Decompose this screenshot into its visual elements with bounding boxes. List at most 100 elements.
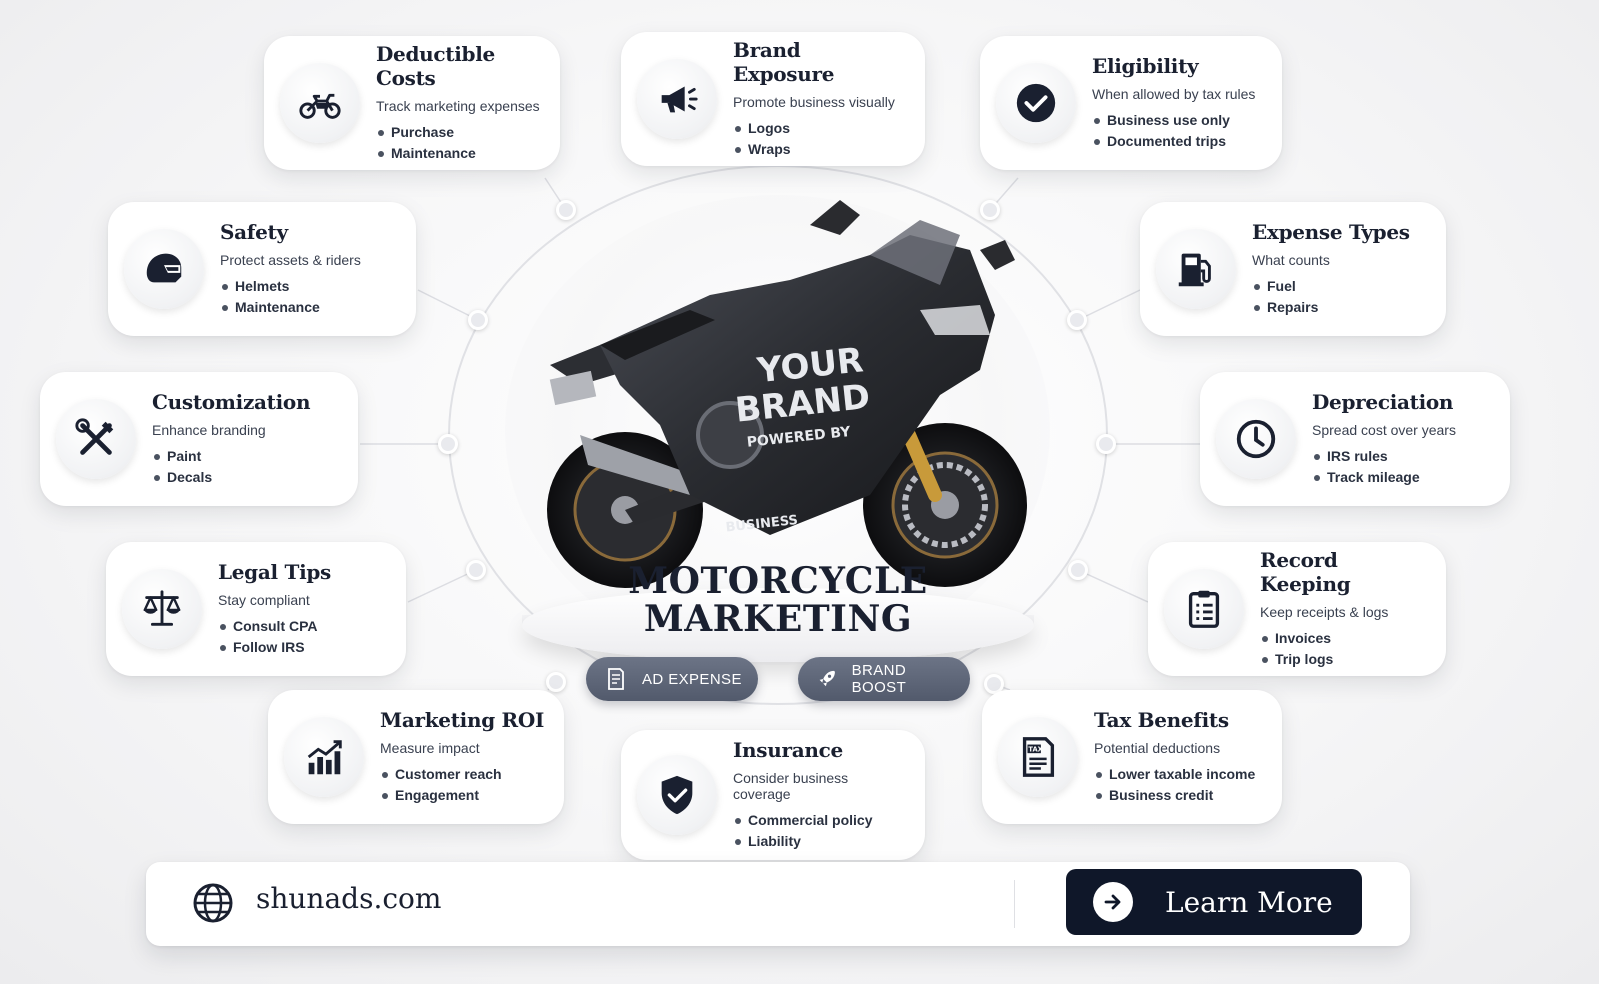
card-bullet: Documented trips <box>1092 131 1255 152</box>
card-bullet: Wraps <box>733 139 907 160</box>
ring-node <box>1096 434 1116 454</box>
card-bullet: Business use only <box>1092 110 1255 131</box>
card-bullet: Maintenance <box>376 143 542 164</box>
card-bullet: Repairs <box>1252 297 1410 318</box>
card-bullet: Decals <box>152 467 310 488</box>
card-title: Depreciation <box>1312 390 1454 414</box>
card-subtitle: Stay compliant <box>218 592 310 608</box>
card-bullet: Purchase <box>376 122 542 143</box>
card-eligibility: Eligibility When allowed by tax rules Bu… <box>980 36 1282 170</box>
ring-node <box>468 310 488 330</box>
main-title: MOTORCYCLE MARKETING <box>560 562 996 638</box>
card-tax-benefits: TAX Tax Benefits Potential deductions Lo… <box>982 690 1282 824</box>
card-title: Eligibility <box>1092 54 1199 78</box>
card-subtitle: Spread cost over years <box>1312 422 1456 438</box>
card-bullet: Liability <box>733 831 907 852</box>
card-title: Marketing ROI <box>380 708 545 732</box>
card-subtitle: What counts <box>1252 252 1330 268</box>
card-bullet: Trip logs <box>1260 649 1428 670</box>
card-subtitle: Potential deductions <box>1094 740 1221 756</box>
card-bullet: Helmets <box>220 276 361 297</box>
ad-expense-pill[interactable]: AD EXPENSE <box>586 657 758 701</box>
card-title: Expense Types <box>1252 220 1410 244</box>
card-bullet: Invoices <box>1260 628 1428 649</box>
card-subtitle: Keep receipts & logs <box>1260 604 1389 620</box>
tax-document-icon: TAX <box>998 717 1078 797</box>
website-link[interactable]: shunads.com <box>256 882 442 915</box>
footer-bar: shunads.com Learn More <box>146 862 1410 946</box>
card-bullet: Fuel <box>1252 276 1410 297</box>
card-bullet: Track mileage <box>1312 467 1456 488</box>
card-subtitle: Promote business visually <box>733 94 895 110</box>
ring-node <box>438 434 458 454</box>
pedestal-top <box>522 588 1034 662</box>
clock-icon <box>1216 399 1296 479</box>
ring-node <box>546 672 566 692</box>
card-bullet: Business credit <box>1094 785 1255 806</box>
ring-node <box>556 200 576 220</box>
megaphone-icon <box>637 59 717 139</box>
card-depreciation: Depreciation Spread cost over years IRS … <box>1200 372 1510 506</box>
svg-text:TAX: TAX <box>1028 746 1043 754</box>
main-title-line1: MOTORCYCLE <box>628 560 928 602</box>
learn-more-label: Learn More <box>1165 885 1333 919</box>
card-title: Deductible Costs <box>376 42 495 90</box>
ring-node <box>466 560 486 580</box>
ad-expense-label: AD EXPENSE <box>642 670 742 688</box>
card-subtitle: Enhance branding <box>152 422 266 438</box>
checkmark-icon <box>996 63 1076 143</box>
card-deductible-costs: Deductible Costs Track marketing expense… <box>264 36 560 170</box>
motorcycle-image: YOUR BRAND POWERED BY BUSINESS <box>547 200 1027 588</box>
receipt-icon <box>608 668 624 690</box>
card-subtitle: Protect assets & riders <box>220 252 361 268</box>
card-subtitle: Measure impact <box>380 740 480 756</box>
helmet-icon <box>124 229 204 309</box>
learn-more-button[interactable]: Learn More <box>1066 869 1362 935</box>
card-title: Brand Exposure <box>733 38 835 86</box>
ring-node <box>1067 310 1087 330</box>
motorcycle-icon <box>280 63 360 143</box>
shield-check-icon <box>637 755 717 835</box>
growth-chart-icon <box>284 717 364 797</box>
brand-boost-label: BRAND BOOST <box>851 662 907 696</box>
card-title: Legal Tips <box>218 560 332 584</box>
card-subtitle: Consider business coverage <box>733 770 849 802</box>
globe-icon <box>193 883 233 923</box>
card-bullet: Consult CPA <box>218 616 331 637</box>
card-bullet: Paint <box>152 446 310 467</box>
ring-node <box>1068 560 1088 580</box>
arrow-right-icon <box>1093 882 1133 922</box>
main-title-line2: MARKETING <box>643 598 913 640</box>
card-subtitle: Track marketing expenses <box>376 98 540 114</box>
card-insurance: Insurance Consider business coverage Com… <box>621 730 925 860</box>
card-bullet: Maintenance <box>220 297 361 318</box>
card-title: Insurance <box>733 738 843 762</box>
clipboard-icon <box>1164 569 1244 649</box>
card-marketing-roi: Marketing ROI Measure impact Customer re… <box>268 690 564 824</box>
card-bullet: Engagement <box>380 785 544 806</box>
card-brand-exposure: Brand Exposure Promote business visually… <box>621 32 925 166</box>
ring-node <box>980 200 1000 220</box>
rocket-icon <box>819 670 835 687</box>
card-title: Customization <box>152 390 311 414</box>
fuel-pump-icon <box>1156 229 1236 309</box>
brand-boost-pill[interactable]: BRAND BOOST <box>798 657 970 701</box>
card-bullet: Commercial policy <box>733 810 907 831</box>
card-title: Record Keeping <box>1260 548 1351 596</box>
card-bullet: Follow IRS <box>218 637 331 658</box>
card-subtitle: When allowed by tax rules <box>1092 86 1256 102</box>
card-bullet: Lower taxable income <box>1094 764 1255 785</box>
card-record-keeping: Record Keeping Keep receipts & logs Invo… <box>1148 542 1446 676</box>
footer-divider <box>1014 880 1015 928</box>
card-bullet: Customer reach <box>380 764 544 785</box>
card-bullet: Logos <box>733 118 907 139</box>
card-title: Tax Benefits <box>1094 708 1229 732</box>
card-title: Safety <box>220 220 288 244</box>
scales-icon <box>122 569 202 649</box>
tools-icon <box>56 399 136 479</box>
card-bullet: IRS rules <box>1312 446 1456 467</box>
